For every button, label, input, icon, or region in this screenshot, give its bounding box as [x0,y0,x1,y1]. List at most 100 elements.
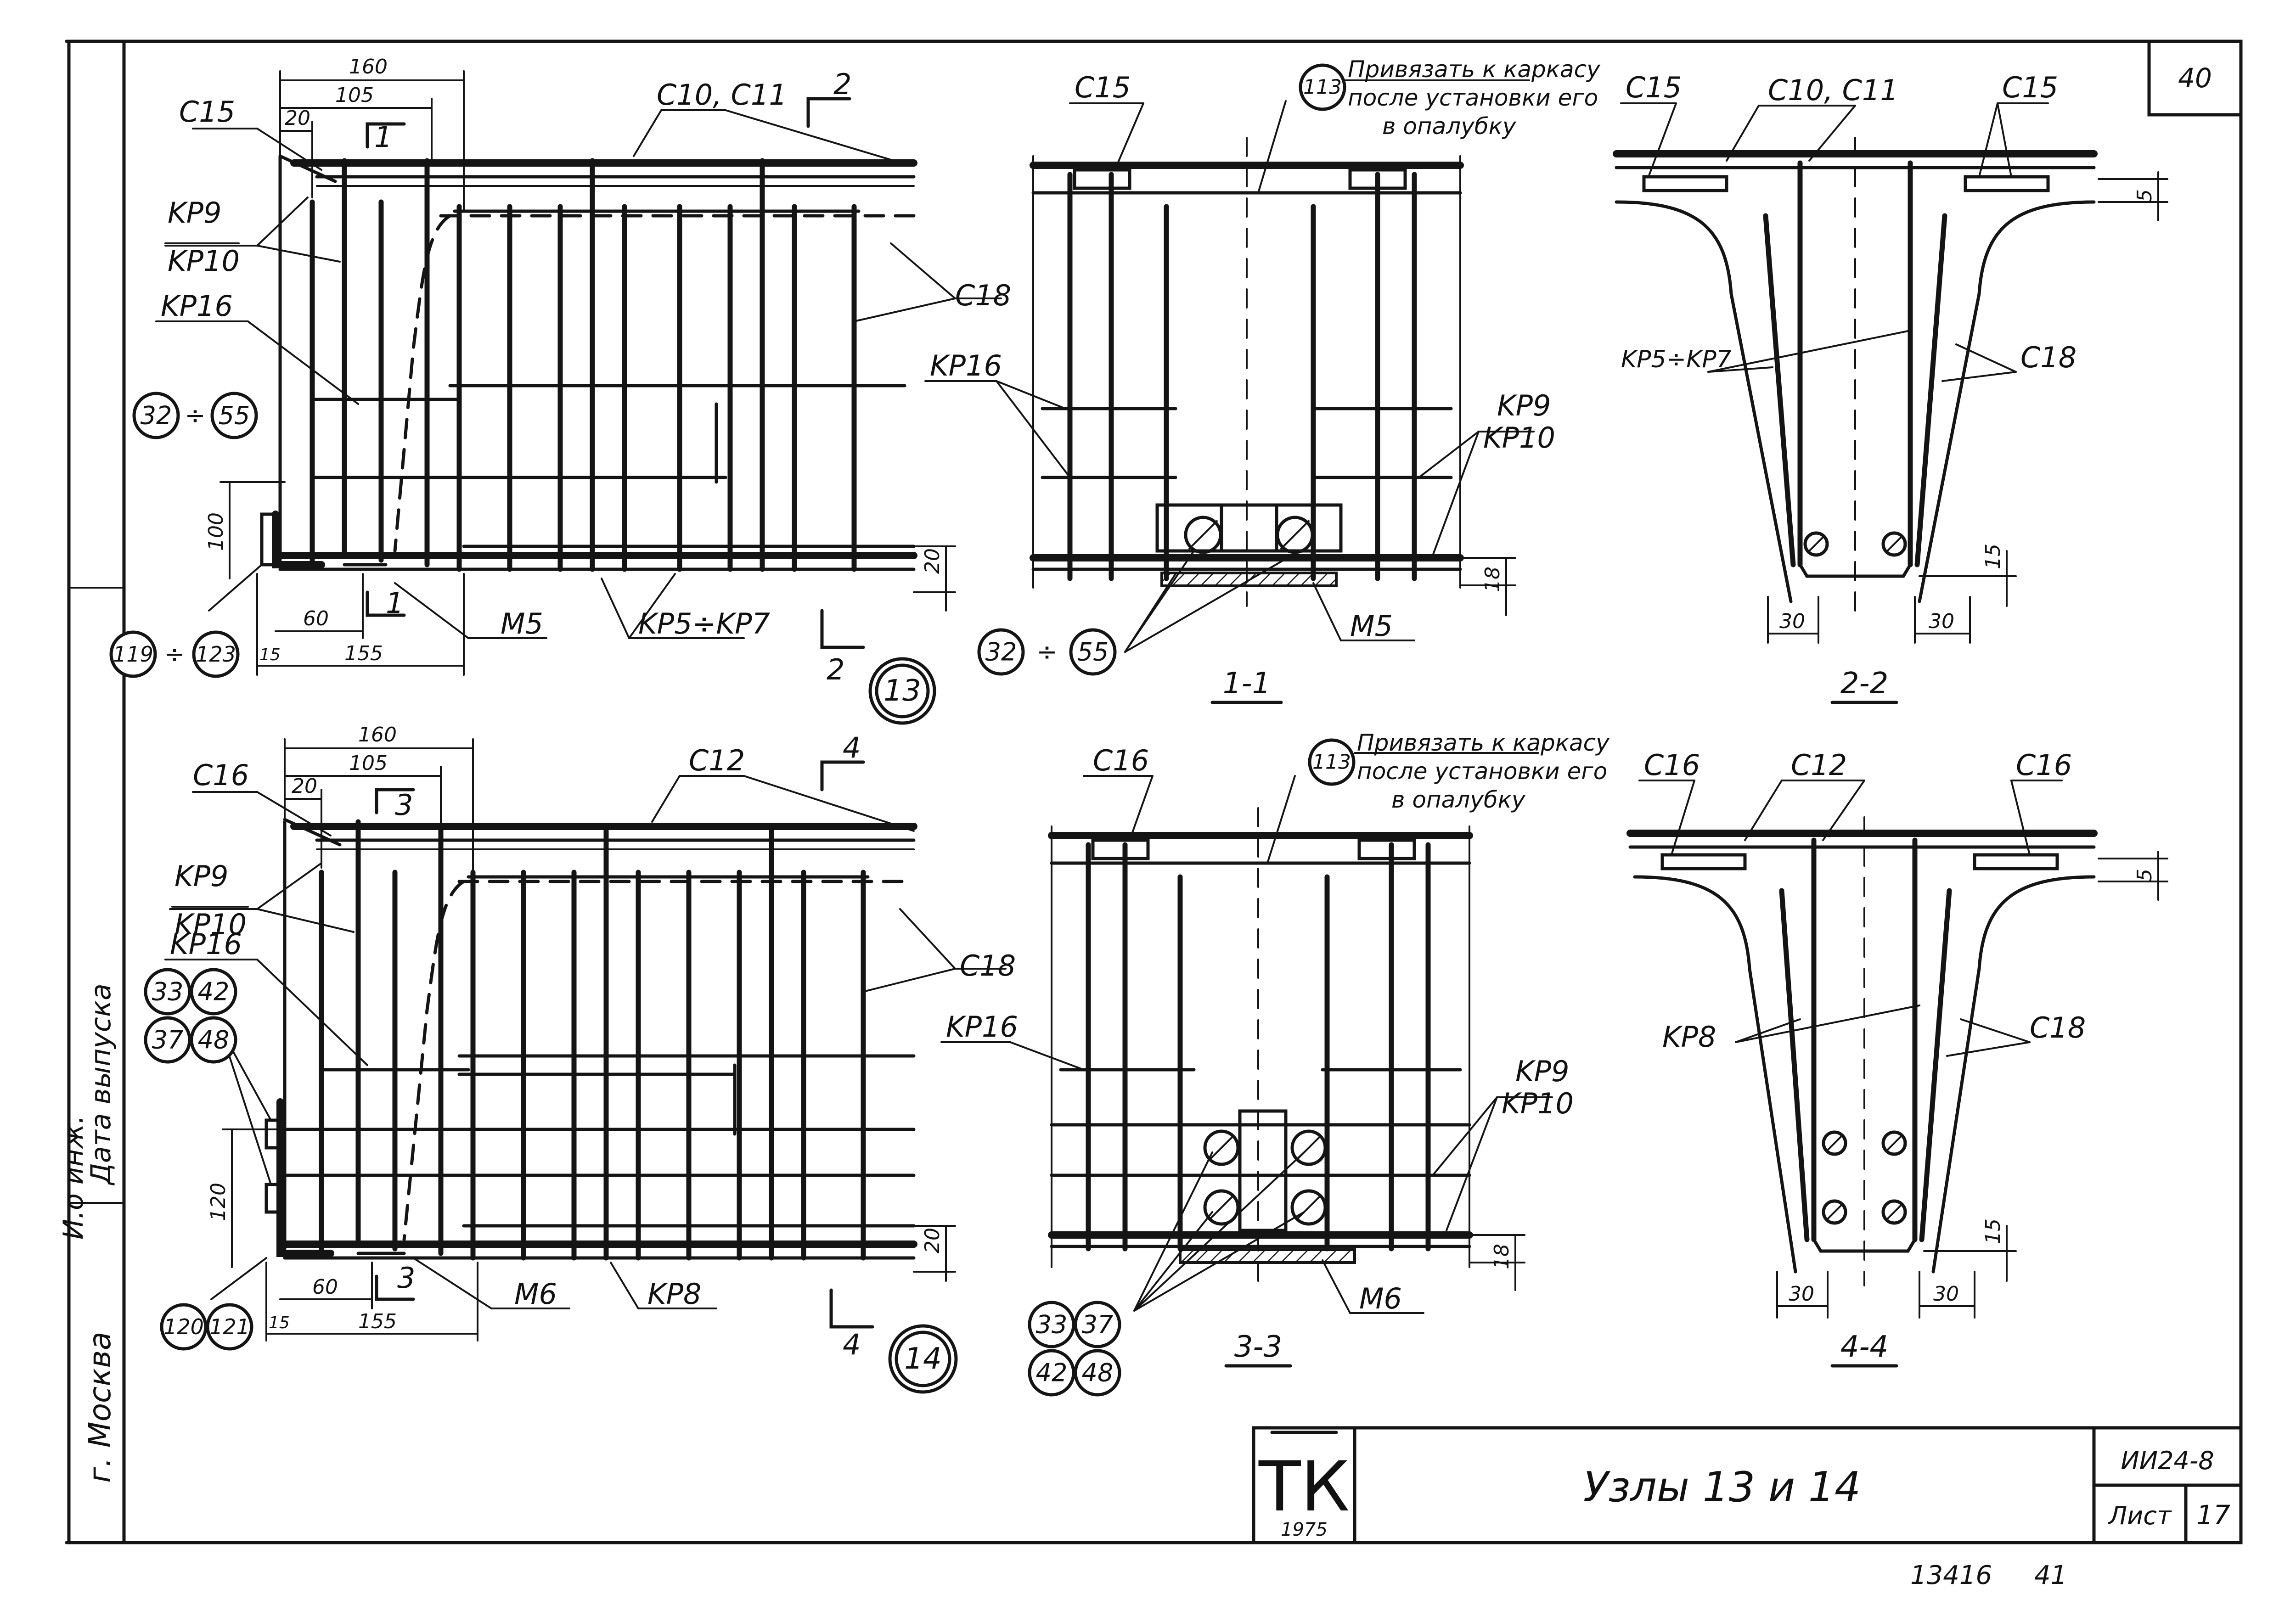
title-block-logo: ТК [1258,1447,1350,1527]
s33-note-line3: в опалубку [1391,786,1526,813]
s11-dim-18: 18 [1481,567,1504,592]
s11-label-c15: C15 [1075,71,1131,104]
s33-label-c16: C16 [1093,744,1149,777]
node-14-elevation [264,818,917,1261]
node-13-bubbles [109,392,936,725]
sheet-number: 40 [2178,62,2212,94]
s11-label-kp16: KP16 [930,349,1002,382]
n14-bubble-120-text: 120 [163,1314,204,1339]
n13-label-kp5kp7: KP5÷KP7 [638,607,770,640]
s33-bubble-37-text: 37 [1082,1310,1114,1339]
n13-dim-155: 155 [344,642,383,665]
n14-bubble-48-text: 48 [198,1026,230,1055]
s11-label-kp10: KP10 [1483,421,1555,455]
n14-bubble-48 [190,1016,237,1064]
n14-label-kp10: KP10 [174,908,247,941]
n13-dim-20: 20 [285,107,310,130]
n14-bubble-42-text: 42 [198,977,230,1006]
side-stamp-line1: И.о инж. [57,1115,90,1240]
n14-cut-4-bottom: 4 [843,1328,861,1361]
n13-label-c15: C15 [179,95,235,129]
n13-bubble-sep2: ÷ [164,640,185,669]
n14-bubble-121-text: 121 [209,1314,250,1339]
n14-dim-60: 60 [312,1275,338,1299]
s22-title: 2-2 [1840,667,1889,701]
s33-label-kp16: KP16 [946,1010,1018,1044]
s44-label-c16b: C16 [2016,748,2072,782]
n14-label-c16: C16 [193,758,249,792]
s22-label-kp5kp7: KP5÷KP7 [1621,346,1732,373]
node-13-dimensions [219,70,956,676]
n14-dim-120: 120 [207,1183,230,1221]
s22-dim-30a: 30 [1779,610,1805,633]
n13-node-mark-inner [875,663,930,718]
s22-label-c15a: C15 [1626,71,1682,104]
n14-cut-4-top: 4 [843,731,861,764]
title-block-sheet-label: Лист [2108,1501,2172,1530]
node-14-dimensions [222,738,956,1342]
section-2-2 [1613,137,2168,644]
footer-page: 41 [2034,1560,2067,1590]
n13-bubble-123-text: 123 [196,642,236,667]
n13-node-mark: 13 [884,674,921,708]
s11-note-line1: Привязать к каркасу [1348,56,1601,83]
section-1-1-leaders [924,79,1535,653]
s44-label-c12: C12 [1791,748,1847,782]
section-1-1 [1030,137,1516,616]
n13-cut-2-top: 2 [833,67,851,101]
n13-bubble-sep1: ÷ [185,401,205,430]
s11-title: 1-1 [1223,667,1271,701]
n13-bubble-123 [192,630,240,678]
s33-bubble-37 [1074,1301,1121,1348]
s33-bubble-42-text: 42 [1036,1358,1068,1387]
s11-bubble-32 [977,628,1025,676]
s44-dim-5: 5 [2133,869,2156,881]
node-13-cut-markers [366,97,865,649]
n13-bubble-119-text: 119 [113,642,153,667]
node-14-leaders [164,775,1007,1309]
s33-dim-18: 18 [1490,1244,1514,1269]
s22-label-c18: C18 [2020,341,2077,374]
title-block-year: 1975 [1281,1519,1328,1540]
n14-node-mark-inner [895,1330,951,1387]
n14-label-kp8: KP8 [647,1277,702,1311]
side-stamp-line3: г. Москва [82,1332,118,1483]
n14-bubble-37-text: 37 [152,1026,184,1055]
s33-bubble-42 [1028,1349,1075,1397]
n13-dim-105: 105 [335,84,374,107]
side-stamp: И.о инж. Дата выпуска г. Москва [57,983,118,1483]
n14-bubble-37 [144,1016,191,1064]
s22-label-c10c11: C10, C11 [1768,73,1898,107]
title-block-series: ИИ24-8 [2121,1446,2214,1475]
s22-dim-15: 15 [1981,544,2005,569]
n13-dim-160: 160 [349,55,388,79]
s11-bubble-55 [1069,628,1117,676]
n13-label-m5: M5 [501,607,543,640]
n13-cut-1-bottom: 1 [386,586,404,620]
s44-label-kp8: KP8 [1662,1020,1716,1054]
n13-bubble-55-text: 55 [219,401,250,430]
s44-dim-15: 15 [1981,1218,2005,1244]
n13-dim-60: 60 [303,607,329,630]
n13-cut-2-bottom: 2 [827,653,844,686]
s11-label-m5: M5 [1350,609,1393,643]
sheet-frame [65,39,2243,1544]
node-14-bubbles [144,968,958,1394]
n13-bubble-119 [109,630,157,678]
n14-dim-20b: 20 [921,1228,944,1253]
s11-note-bubble [1299,63,1346,111]
s11-bubble-32-text: 32 [985,638,1017,667]
n13-dim-100: 100 [204,512,228,551]
n14-cut-3-bottom: 3 [397,1261,415,1295]
side-stamp-line2: Дата выпуска [85,983,117,1186]
s44-dim-30a: 30 [1789,1282,1814,1306]
s33-title: 3-3 [1234,1330,1283,1364]
s11-bubble-55-text: 55 [1077,638,1109,667]
n13-label-kp9: KP9 [168,196,222,230]
n14-dim-160: 160 [358,723,397,747]
n14-node-mark: 14 [904,1342,941,1376]
n14-label-kp16: KP16 [170,927,242,961]
s44-title: 4-4 [1840,1330,1889,1364]
node-13-elevation [260,154,917,572]
n14-bubble-33-text: 33 [152,977,184,1006]
